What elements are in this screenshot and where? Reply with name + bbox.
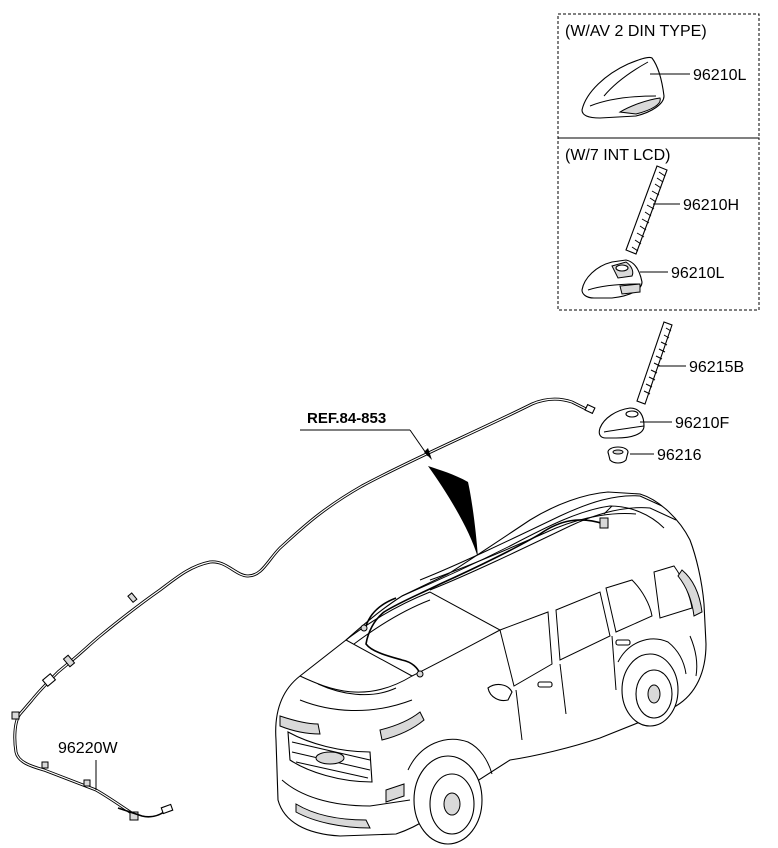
option-box-7-int-lcd-frame: [557, 137, 760, 311]
antenna-roof-base-icon: [598, 407, 645, 439]
option-box-7-int-lcd-title: (W/7 INT LCD): [565, 147, 670, 164]
part-label-96210L-b: 96210L: [671, 265, 724, 282]
location-pointer-wedge: [428, 466, 478, 558]
antenna-rod-icon: [636, 321, 673, 405]
reference-label: REF.84-853: [307, 410, 386, 427]
reference-arrowhead: [424, 448, 432, 460]
part-label-96215B: 96215B: [689, 359, 744, 376]
antenna-mast-icon: [625, 165, 668, 255]
option-box-7-int-lcd: (W/7 INT LCD) 96210H 96210L: [557, 137, 760, 311]
part-label-96220W: 96220W: [58, 740, 118, 757]
antenna-base-icon: [581, 259, 643, 299]
part-label-96216: 96216: [657, 447, 702, 464]
option-box-av-2din: (W/AV 2 DIN TYPE) 96210L: [557, 13, 760, 139]
part-label-96210L-a: 96210L: [693, 67, 746, 84]
gasket-nut-icon: [607, 446, 629, 464]
part-label-96210F: 96210F: [675, 415, 729, 432]
part-label-96210H: 96210H: [683, 197, 739, 214]
shark-fin-antenna-icon: [581, 56, 665, 119]
suv-vehicle-illustration: [275, 491, 707, 845]
option-box-av-2din-title: (W/AV 2 DIN TYPE): [565, 23, 707, 40]
feeder-cable-96220w: [11, 397, 596, 821]
